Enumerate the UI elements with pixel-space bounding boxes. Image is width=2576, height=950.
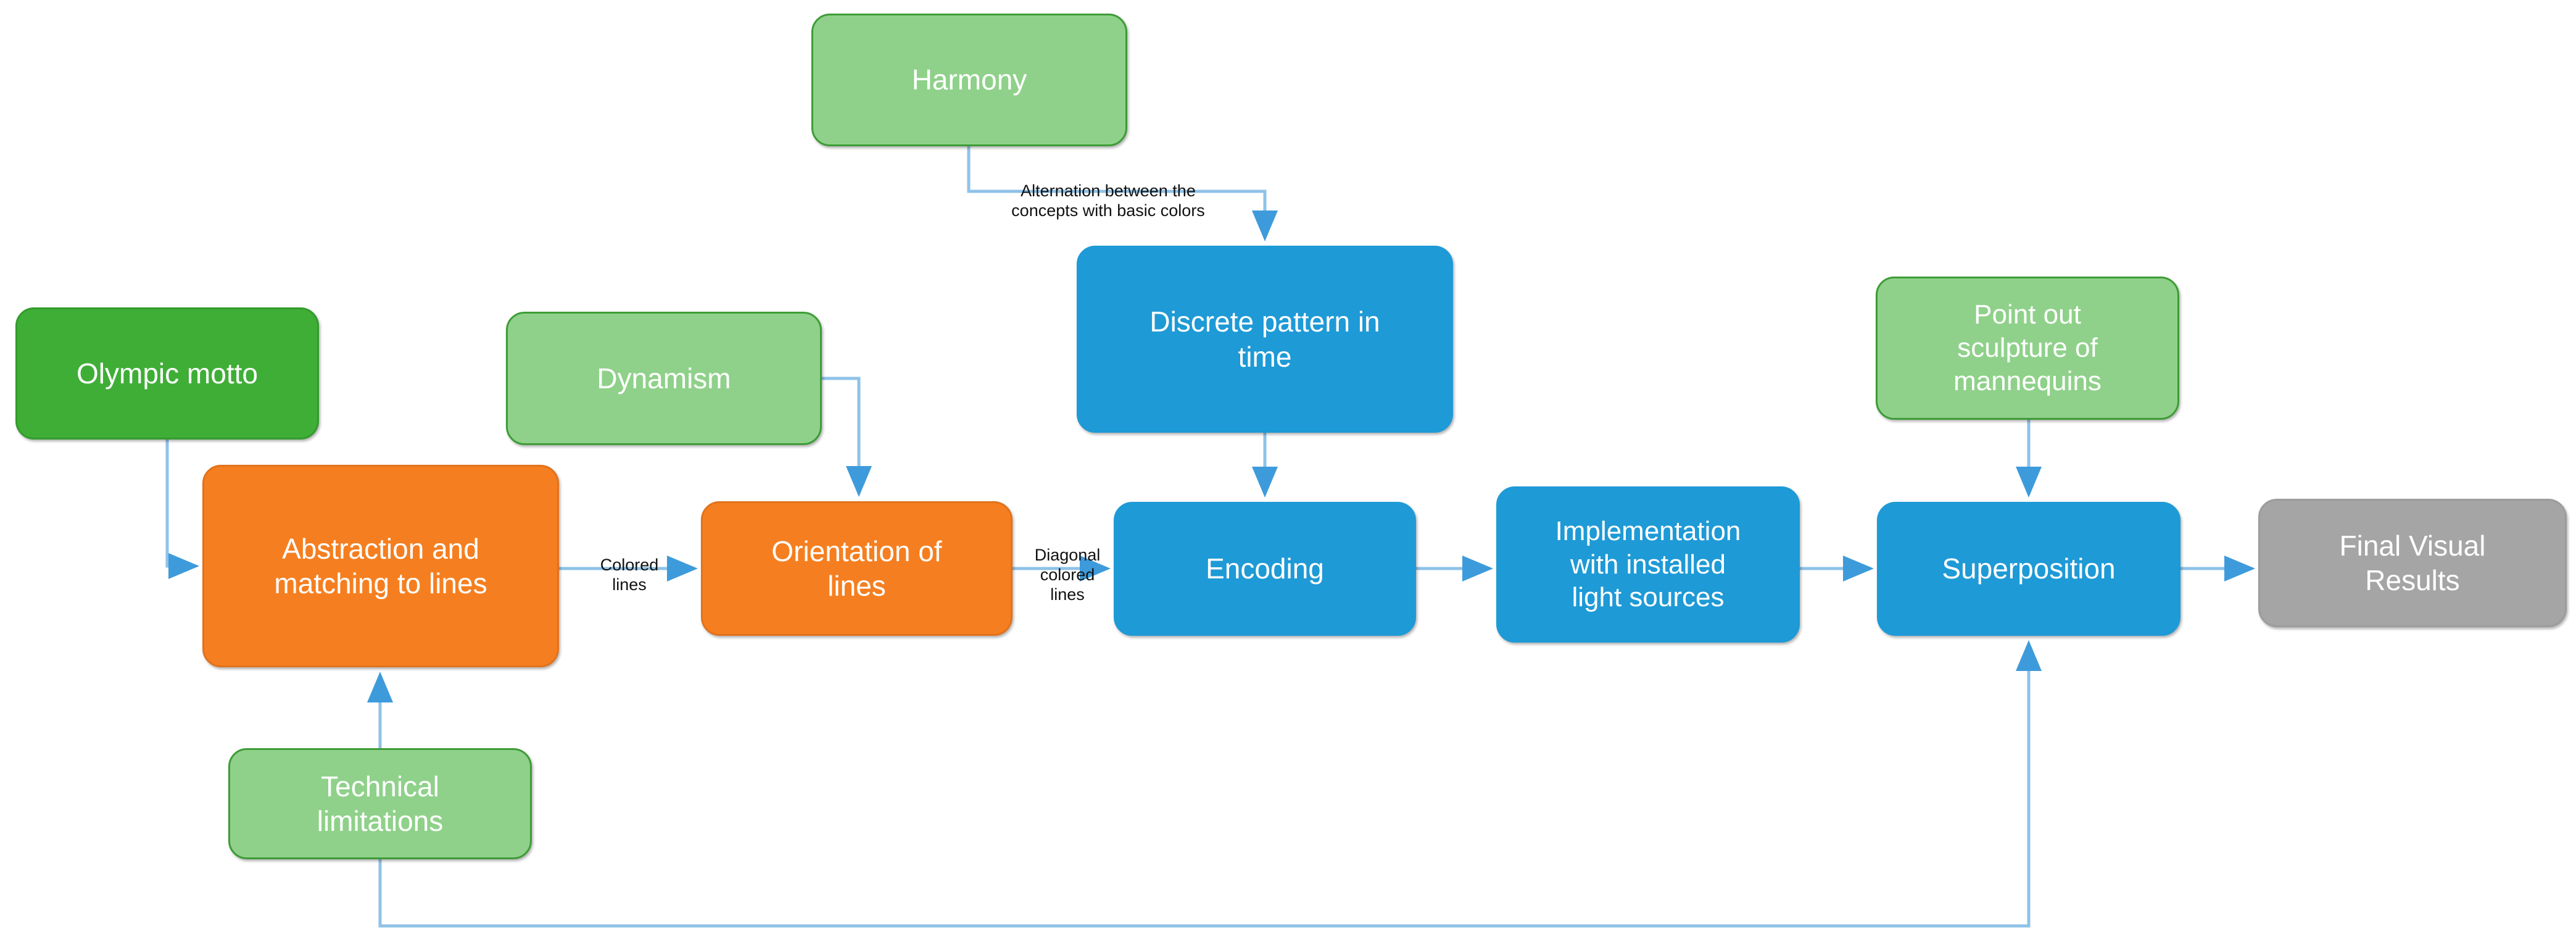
- node-superposition[interactable]: Superposition: [1877, 502, 2180, 636]
- edge-label-colored-lines: Colored lines: [574, 536, 685, 595]
- node-label-abstraction-and-matching-to-lines: Abstraction and matching to lines: [274, 532, 487, 599]
- node-discrete-pattern-in-time[interactable]: Discrete pattern in time: [1077, 246, 1453, 433]
- edge-label-diagonal-colored-lines: Diagonal colored lines: [1018, 526, 1117, 604]
- node-technical-limitations[interactable]: Technical limitations: [228, 748, 532, 859]
- node-label-technical-limitations: Technical limitations: [317, 770, 444, 837]
- node-orientation-of-lines[interactable]: Orientation of lines: [701, 501, 1013, 636]
- node-label-point-out-sculpture-of-mannequins: Point out sculpture of mannequins: [1953, 299, 2102, 396]
- edge-dynamism-to-orientation: [822, 377, 872, 497]
- node-label-discrete-pattern-in-time: Discrete pattern in time: [1149, 306, 1380, 373]
- node-label-harmony: Harmony: [911, 64, 1027, 96]
- node-implementation-with-installed-light-sources[interactable]: Implementation with installed light sour…: [1496, 486, 1800, 643]
- node-abstraction-and-matching-to-lines[interactable]: Abstraction and matching to lines: [202, 465, 559, 667]
- edge-feedback-loop-to-superposition: [378, 640, 2042, 928]
- edge-label-colored-lines-text: Colored lines: [600, 555, 659, 594]
- edge-olympic-motto-to-abstraction: [165, 440, 199, 579]
- node-harmony[interactable]: Harmony: [811, 14, 1127, 146]
- node-label-final-visual-results: Final Visual Results: [2339, 529, 2486, 596]
- node-label-orientation-of-lines: Orientation of lines: [771, 535, 942, 602]
- node-final-visual-results[interactable]: Final Visual Results: [2258, 499, 2567, 627]
- node-label-encoding: Encoding: [1206, 552, 1324, 585]
- edge-label-alternation: Alternation between the concepts with ba…: [979, 162, 1238, 221]
- node-label-superposition: Superposition: [1942, 552, 2116, 585]
- node-encoding[interactable]: Encoding: [1114, 502, 1416, 636]
- edge-label-diagonal-colored-lines-text: Diagonal colored lines: [1034, 545, 1101, 604]
- edge-label-alternation-text: Alternation between the concepts with ba…: [1011, 181, 1205, 220]
- node-label-dynamism: Dynamism: [597, 362, 731, 394]
- node-point-out-sculpture-of-mannequins[interactable]: Point out sculpture of mannequins: [1876, 277, 2179, 420]
- node-dynamism[interactable]: Dynamism: [506, 312, 822, 445]
- node-label-olympic-motto: Olympic motto: [77, 357, 258, 390]
- node-olympic-motto[interactable]: Olympic motto: [15, 307, 319, 440]
- node-label-implementation-with-installed-light-sources: Implementation with installed light sour…: [1555, 515, 1741, 613]
